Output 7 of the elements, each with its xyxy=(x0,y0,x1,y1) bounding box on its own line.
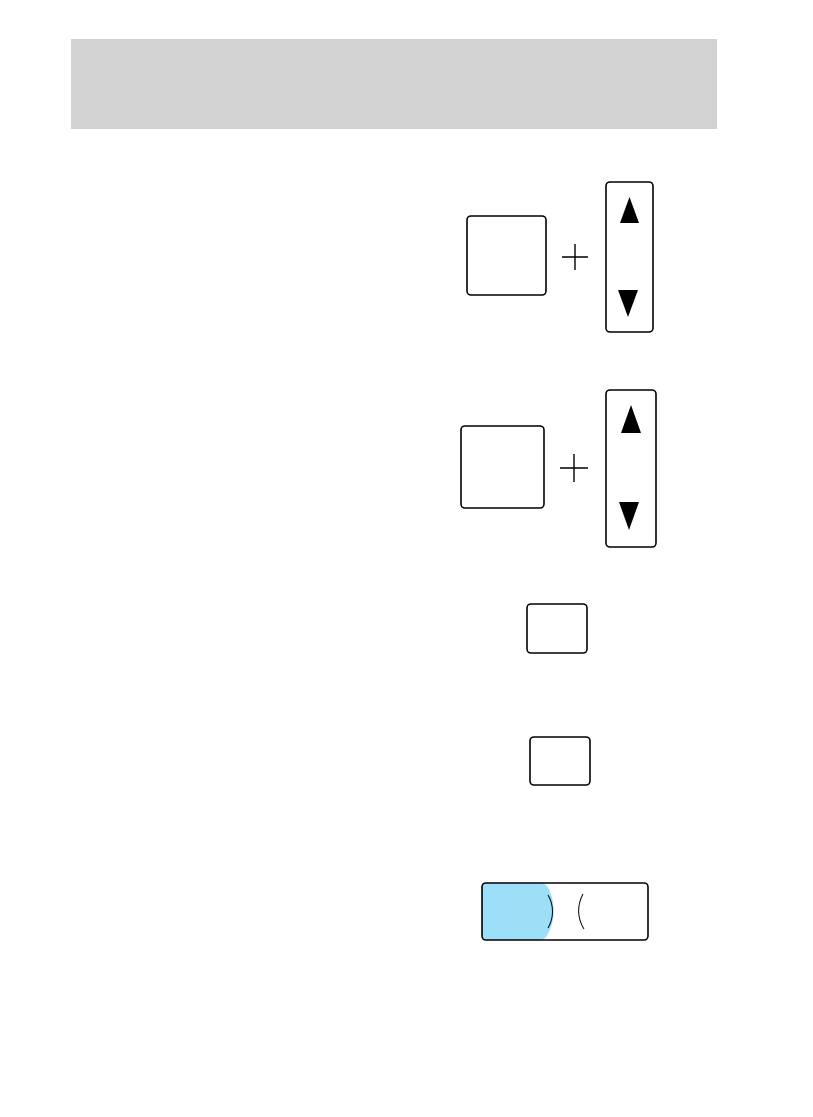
push-button xyxy=(460,425,545,509)
push-button xyxy=(466,215,547,296)
rocker-switch xyxy=(605,389,657,548)
display-drawing xyxy=(481,882,649,941)
rocker-switch xyxy=(605,181,654,333)
push-button xyxy=(526,603,588,654)
push-button xyxy=(529,736,591,786)
